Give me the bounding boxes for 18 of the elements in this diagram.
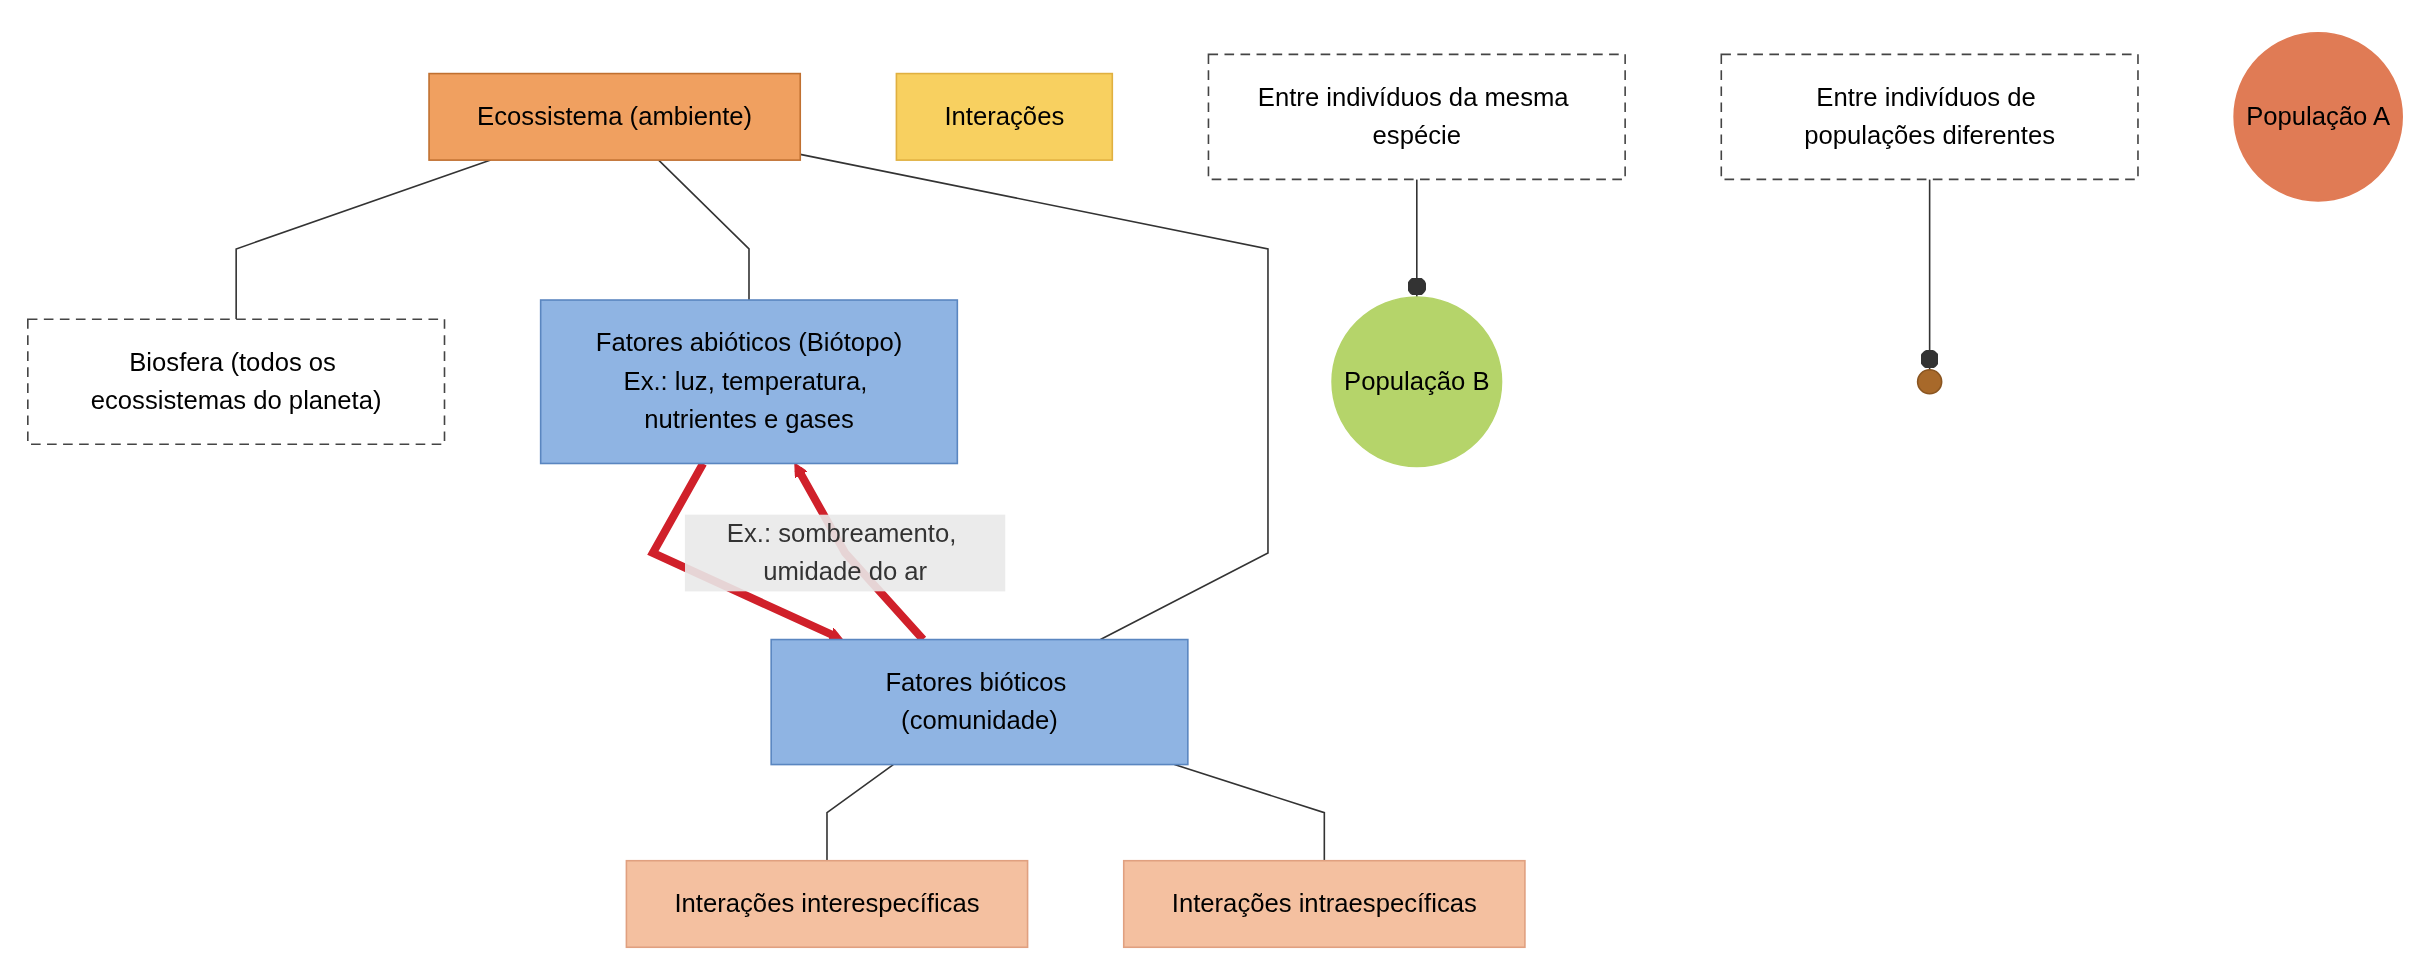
connector bbox=[826, 763, 895, 862]
node-box: Fatores abióticos (Biótopo) Ex.: luz, temperatura, nutrientes e gases bbox=[539, 299, 959, 465]
node-box: Entre indivíduos de populações diferentes bbox=[1720, 53, 2139, 181]
node-circle: População B bbox=[1331, 296, 1503, 468]
node-box: Entre indivíduos da mesma espécie bbox=[1207, 53, 1626, 181]
connector bbox=[1407, 178, 1427, 298]
connector bbox=[1173, 763, 1326, 862]
connector bbox=[1919, 178, 1940, 371]
node-circle: População A bbox=[2233, 31, 2403, 202]
node-box: Interações bbox=[895, 72, 1114, 161]
edge-label: Ex.: sombreamento, umidade do ar bbox=[726, 519, 957, 586]
node-circle bbox=[1916, 368, 1943, 395]
node-box: Biosfera (todos os ecossistemas do planeta) bbox=[27, 318, 446, 445]
node-box: Fatores bióticos (comunidade) bbox=[770, 638, 1189, 766]
node-box: Ecossistema (ambiente) bbox=[428, 72, 802, 161]
connector bbox=[657, 159, 750, 301]
node-box: Interações interespecíficas bbox=[625, 859, 1029, 948]
node-box: Interações intraespecíficas bbox=[1122, 859, 1526, 948]
